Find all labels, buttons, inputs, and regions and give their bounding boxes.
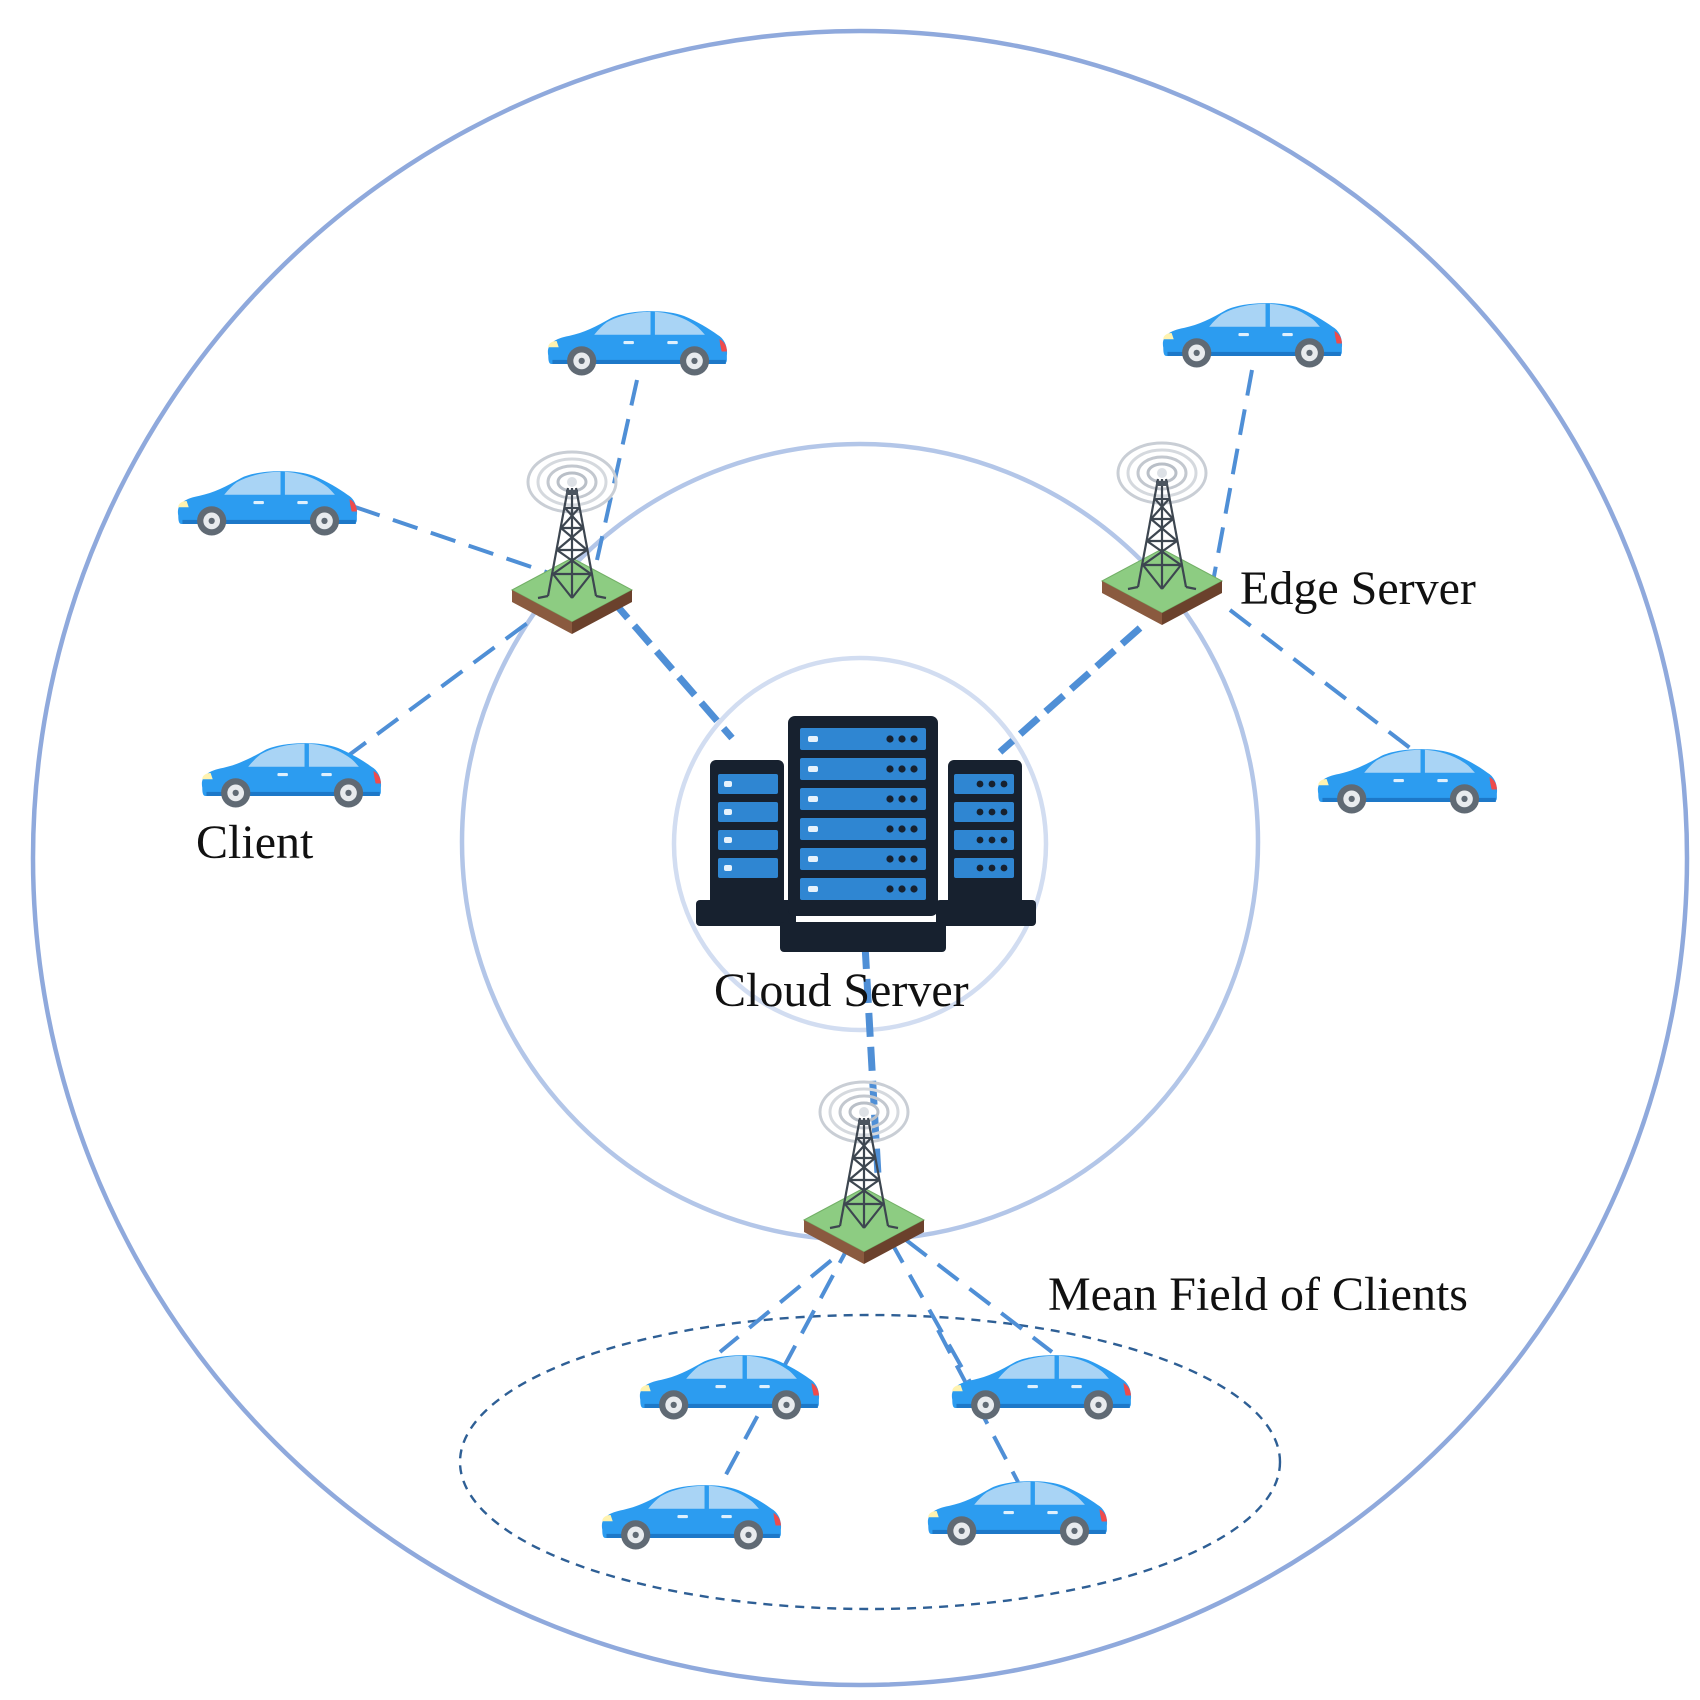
links	[343, 369, 1412, 1483]
outer-ring	[30, 28, 1690, 1688]
car-icon	[951, 1355, 1132, 1420]
mean-field-ellipse	[458, 1313, 1282, 1611]
link-tower-b-client-right	[1228, 608, 1412, 750]
link-tower-c-client-3	[888, 1239, 972, 1383]
car-icon	[601, 1485, 782, 1550]
link-tower-a-client-bottom	[343, 608, 547, 760]
edge-server-label: Edge Server	[1240, 562, 1476, 615]
cell-tower-icon	[802, 1080, 926, 1266]
inner-ring	[671, 655, 1049, 1033]
car-icon	[177, 471, 358, 536]
link-tower-a-client-left	[354, 505, 556, 577]
link-tower-c-client-1	[718, 1233, 864, 1354]
link-tower-a-client-top	[595, 379, 639, 561]
car-icon	[1162, 303, 1343, 368]
mean-field-label: Mean Field of Clients	[1048, 1268, 1468, 1321]
car-icon	[639, 1355, 820, 1420]
car-icon	[1317, 749, 1498, 814]
link-tower-b-cloud	[997, 625, 1143, 755]
cloud-server-label: Cloud Server	[714, 964, 969, 1017]
link-tower-c-client-4	[904, 1238, 1054, 1354]
link-tower-a-cloud	[609, 597, 735, 741]
link-tower-c-cloud	[861, 944, 882, 1176]
client-label: Client	[196, 816, 314, 869]
server-rack-icon	[696, 716, 1036, 952]
link-tower-c-client-2	[720, 1239, 854, 1483]
cell-tower-icon	[1100, 441, 1224, 627]
car-icon	[927, 1481, 1108, 1546]
car-icon	[547, 311, 728, 376]
